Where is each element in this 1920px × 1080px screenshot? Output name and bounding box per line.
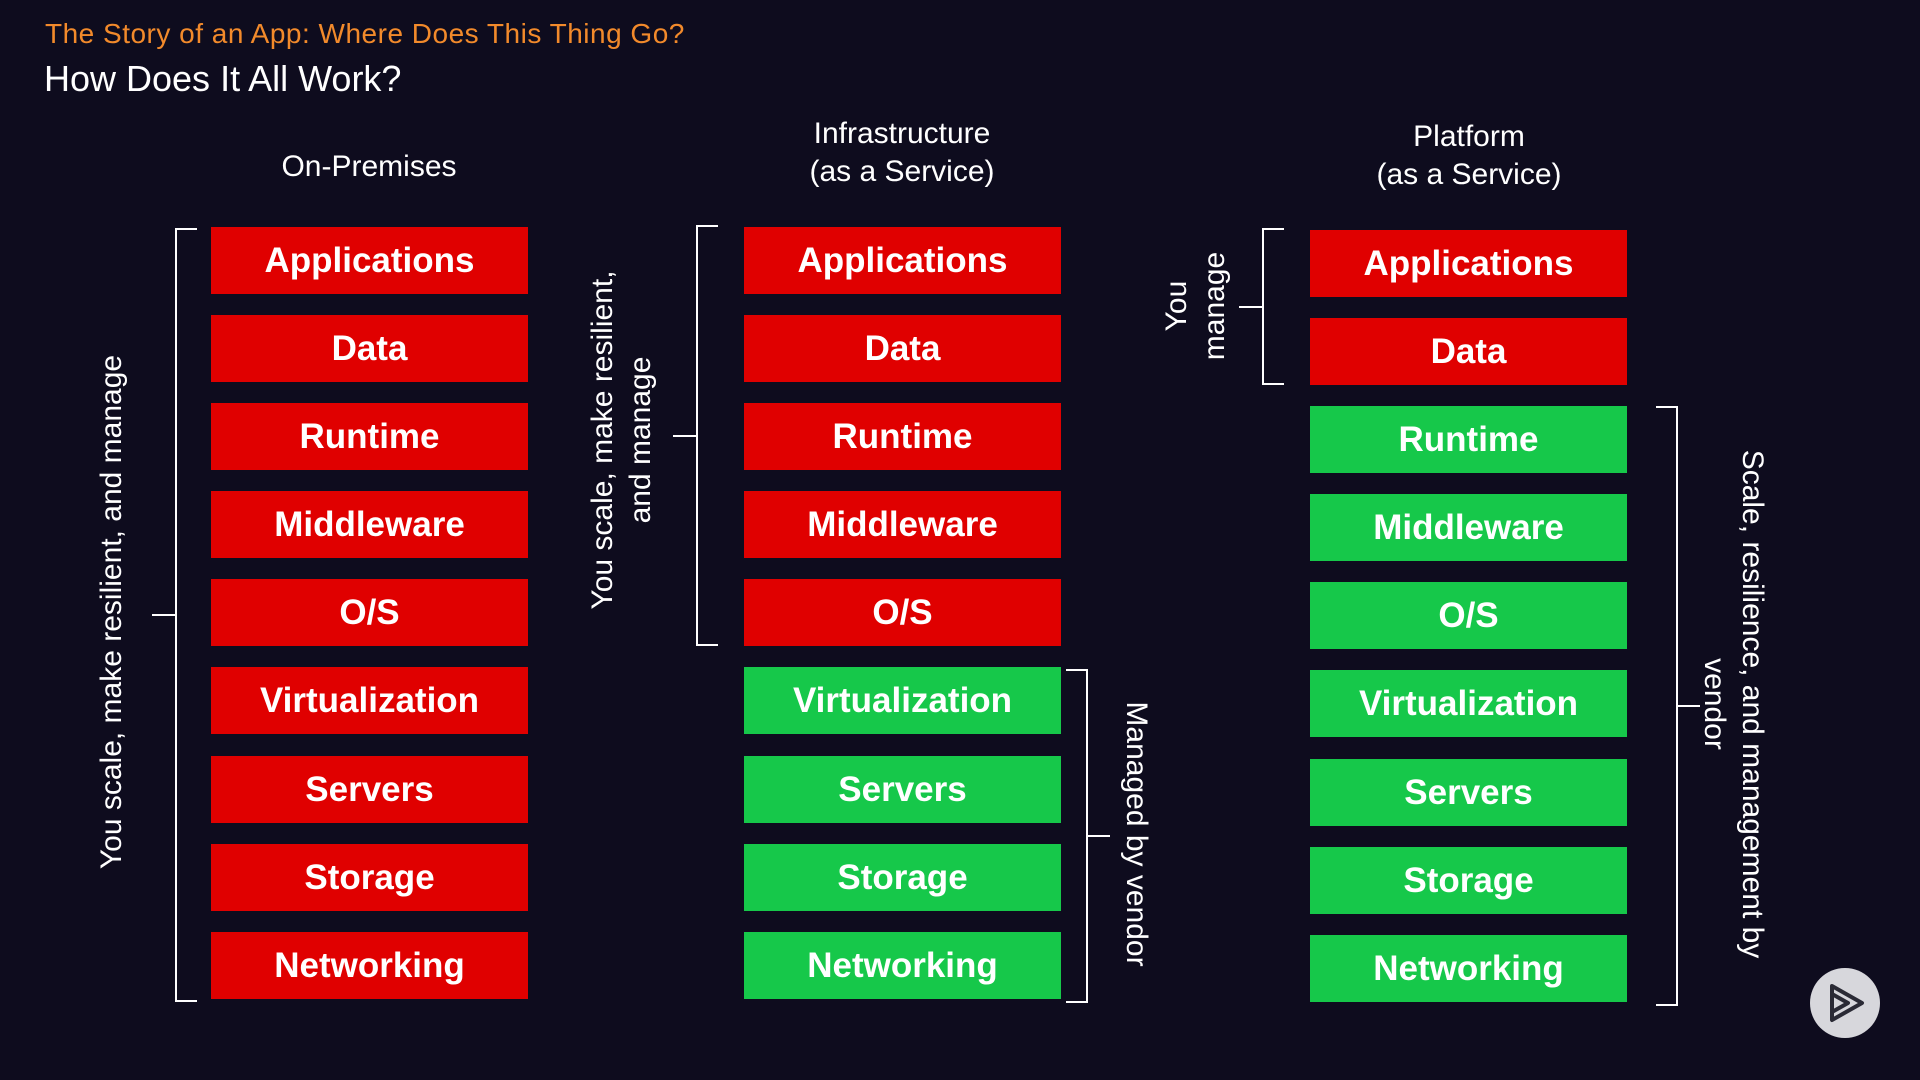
layer-paas-middleware: Middleware: [1310, 494, 1627, 561]
layer-iaas-runtime: Runtime: [744, 403, 1061, 470]
label-you-scale-on-premises: You scale, make resilient, and manage: [95, 354, 128, 870]
layer-paas-networking: Networking: [1310, 935, 1627, 1002]
layer-iaas-virtualization: Virtualization: [744, 667, 1061, 734]
play-button[interactable]: [1810, 968, 1880, 1038]
layer-paas-applications: Applications: [1310, 230, 1627, 297]
label-you-manage-paas: You manage: [1160, 251, 1231, 361]
layer-iaas-middleware: Middleware: [744, 491, 1061, 558]
brace-nub: [1239, 306, 1263, 308]
slide-subtitle: The Story of an App: Where Does This Thi…: [45, 18, 685, 49]
layer-iaas-applications: Applications: [744, 227, 1061, 294]
layer-on-premises-data: Data: [211, 315, 528, 382]
brace-nub: [673, 435, 697, 437]
label-you-scale-iaas: You scale, make resilient, and manage: [586, 270, 657, 610]
layer-iaas-data: Data: [744, 315, 1061, 382]
layer-on-premises-virtualization: Virtualization: [211, 667, 528, 734]
play-icon: [1830, 984, 1864, 1022]
layer-on-premises-middleware: Middleware: [211, 491, 528, 558]
layer-iaas-storage: Storage: [744, 844, 1061, 911]
layer-paas-data: Data: [1310, 318, 1627, 385]
layer-on-premises-servers: Servers: [211, 756, 528, 823]
layer-iaas-servers: Servers: [744, 756, 1061, 823]
label-scale-resilience-vendor-paas: Scale, resilience, and management by ven…: [1698, 449, 1769, 959]
brace-iaas-you: [696, 225, 718, 646]
layer-on-premises-runtime: Runtime: [211, 403, 528, 470]
label-managed-by-vendor-iaas: Managed by vendor: [1120, 701, 1153, 967]
layer-paas-storage: Storage: [1310, 847, 1627, 914]
column-heading-iaas: Infrastructure (as a Service): [809, 117, 995, 188]
brace-paas-vendor: [1656, 406, 1678, 1006]
brace-nub: [1676, 705, 1700, 707]
layer-on-premises-o-s: O/S: [211, 579, 528, 646]
layer-on-premises-applications: Applications: [211, 227, 528, 294]
column-heading-paas: Platform (as a Service): [1376, 120, 1562, 191]
layer-paas-virtualization: Virtualization: [1310, 670, 1627, 737]
slide-title: How Does It All Work?: [44, 58, 402, 99]
brace-iaas-vendor: [1066, 669, 1088, 1003]
brace-nub: [1086, 835, 1110, 837]
brace-paas-you: [1262, 228, 1284, 385]
layer-iaas-networking: Networking: [744, 932, 1061, 999]
layer-paas-o-s: O/S: [1310, 582, 1627, 649]
layer-on-premises-networking: Networking: [211, 932, 528, 999]
layer-paas-servers: Servers: [1310, 759, 1627, 826]
layer-paas-runtime: Runtime: [1310, 406, 1627, 473]
brace-on-premises: [175, 228, 197, 1002]
layer-on-premises-storage: Storage: [211, 844, 528, 911]
brace-nub: [152, 614, 176, 616]
layer-iaas-o-s: O/S: [744, 579, 1061, 646]
column-heading-on-premises: On-Premises: [281, 150, 457, 183]
